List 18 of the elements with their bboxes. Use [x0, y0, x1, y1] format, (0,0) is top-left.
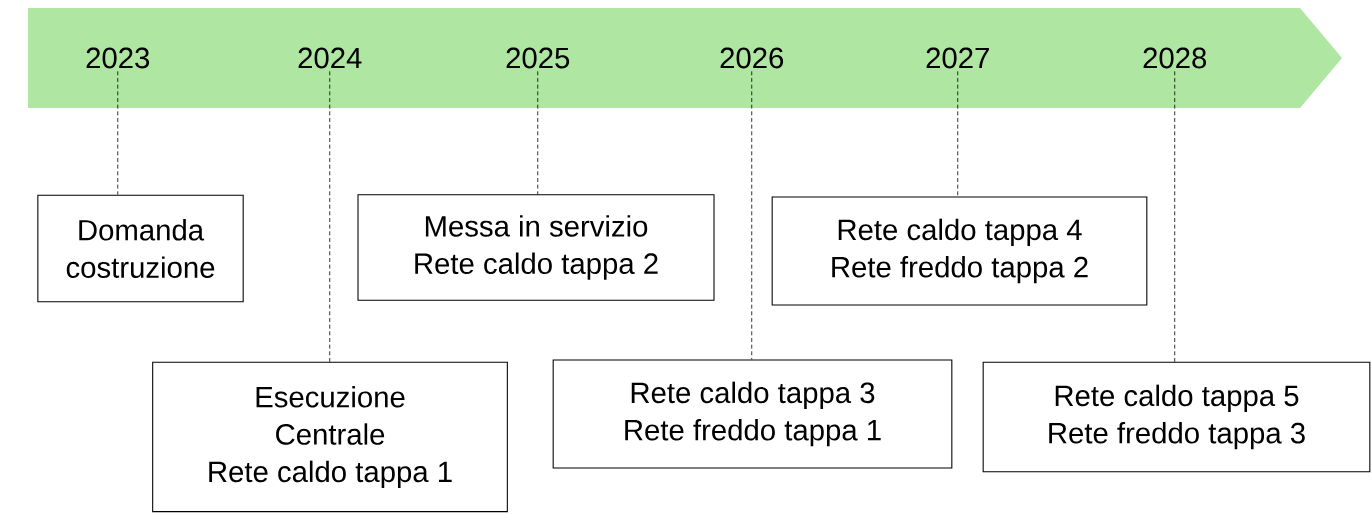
year-label: 2025: [506, 47, 570, 69]
year-label: 2028: [1143, 47, 1207, 69]
milestone-box: Rete caldo tappa 3 Rete freddo tappa 1: [552, 359, 953, 469]
year-label: 2027: [926, 47, 989, 69]
milestone-box: Messa in servizio Rete caldo tappa 2: [357, 194, 715, 301]
leader-line: [117, 70, 119, 196]
year-label: 2023: [86, 47, 150, 69]
year-label: 2024: [298, 47, 362, 69]
leader-line: [537, 70, 539, 195]
leader-line: [957, 70, 959, 197]
leader-line: [329, 70, 331, 363]
milestone-box: Rete caldo tappa 5 Rete freddo tappa 3: [982, 361, 1371, 473]
milestone-box: Domanda costruzione: [37, 194, 244, 303]
leader-line: [1174, 70, 1176, 363]
leader-line: [751, 70, 753, 360]
year-label: 2026: [720, 47, 784, 69]
milestone-box: Esecuzione Centrale Rete caldo tappa 1: [152, 361, 508, 513]
milestone-box: Rete caldo tappa 4 Rete freddo tappa 2: [771, 196, 1148, 306]
